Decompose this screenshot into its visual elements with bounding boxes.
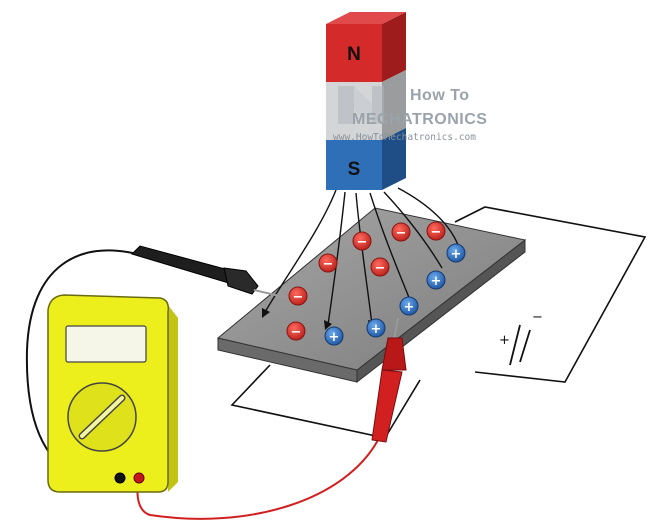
magnet-north-side xyxy=(382,12,406,82)
red-probe-tip xyxy=(393,317,399,341)
positive-charge: + xyxy=(399,296,419,316)
watermark-line1: How To xyxy=(410,87,470,104)
negative-charge: − xyxy=(352,231,372,251)
plate-top-face xyxy=(216,207,527,371)
field-line xyxy=(397,187,459,246)
multimeter-display xyxy=(65,325,147,363)
field-line-arrow xyxy=(324,320,332,330)
negative-charge: − xyxy=(318,253,338,273)
positive-charge: + xyxy=(366,318,386,338)
magnet-middle-side xyxy=(382,70,406,140)
battery-minus-label: − xyxy=(532,310,543,325)
field-line xyxy=(355,192,373,326)
positive-charge: + xyxy=(324,326,344,346)
black-probe-handle xyxy=(131,245,237,285)
magnet-south-side xyxy=(382,128,406,190)
field-line xyxy=(264,189,337,313)
watermark: How To MECHATRONICS www.HowToMechatronic… xyxy=(333,86,487,143)
negative-charge: − xyxy=(426,221,446,241)
circuit-wire-bottom xyxy=(230,364,421,439)
red-probe xyxy=(136,317,407,520)
battery-symbol: + − xyxy=(499,310,543,366)
negative-charge: − xyxy=(286,321,306,341)
circuit-wire-top xyxy=(454,206,647,383)
svg-text:−: − xyxy=(291,325,302,340)
south-pole-label: S xyxy=(348,159,361,180)
svg-text:−: − xyxy=(375,261,386,276)
multimeter-shadow-side xyxy=(168,305,178,492)
magnet-north-face xyxy=(326,24,382,82)
black-probe-grip xyxy=(223,267,259,295)
north-pole-label: N xyxy=(347,44,361,65)
battery-circuit: + − xyxy=(230,206,647,439)
red-probe-grip xyxy=(381,337,407,371)
svg-text:+: + xyxy=(329,330,340,345)
negative-charge: − xyxy=(370,257,390,277)
field-line xyxy=(369,192,411,301)
red-probe-handle xyxy=(371,369,403,443)
red-probe-wire xyxy=(136,439,379,520)
watermark-url: www.HowToMechatronics.com xyxy=(333,132,476,143)
field-line xyxy=(383,191,443,269)
svg-text:−: − xyxy=(357,235,368,250)
multimeter-red-jack[interactable] xyxy=(133,472,145,484)
black-probe-tip xyxy=(253,289,289,299)
svg-text:+: + xyxy=(451,247,462,262)
svg-text:+: + xyxy=(431,274,442,289)
positive-charge: + xyxy=(426,270,446,290)
svg-text:−: − xyxy=(396,226,407,241)
negative-charge: − xyxy=(391,222,411,242)
svg-text:+: + xyxy=(371,322,382,337)
conductor-plate xyxy=(216,207,527,384)
svg-text:−: − xyxy=(323,257,334,272)
field-line-arrow xyxy=(262,308,270,318)
svg-text:+: + xyxy=(404,300,415,315)
watermark-line2: MECHATRONICS xyxy=(352,111,487,128)
watermark-logo-icon xyxy=(338,86,384,124)
negative-charges: − − − − − − − xyxy=(286,221,446,341)
negative-charge: − xyxy=(288,286,308,306)
multimeter-dial-knob[interactable] xyxy=(78,394,126,440)
svg-text:−: − xyxy=(431,225,442,240)
multimeter xyxy=(47,294,178,493)
magnet-top xyxy=(326,12,406,24)
battery-plus-label: + xyxy=(499,333,510,348)
positive-charges: + + + + + xyxy=(324,243,466,346)
svg-text:−: − xyxy=(293,290,304,305)
multimeter-black-jack[interactable] xyxy=(114,472,126,484)
positive-charge: + xyxy=(446,243,466,263)
magnet-south-face xyxy=(326,140,382,190)
